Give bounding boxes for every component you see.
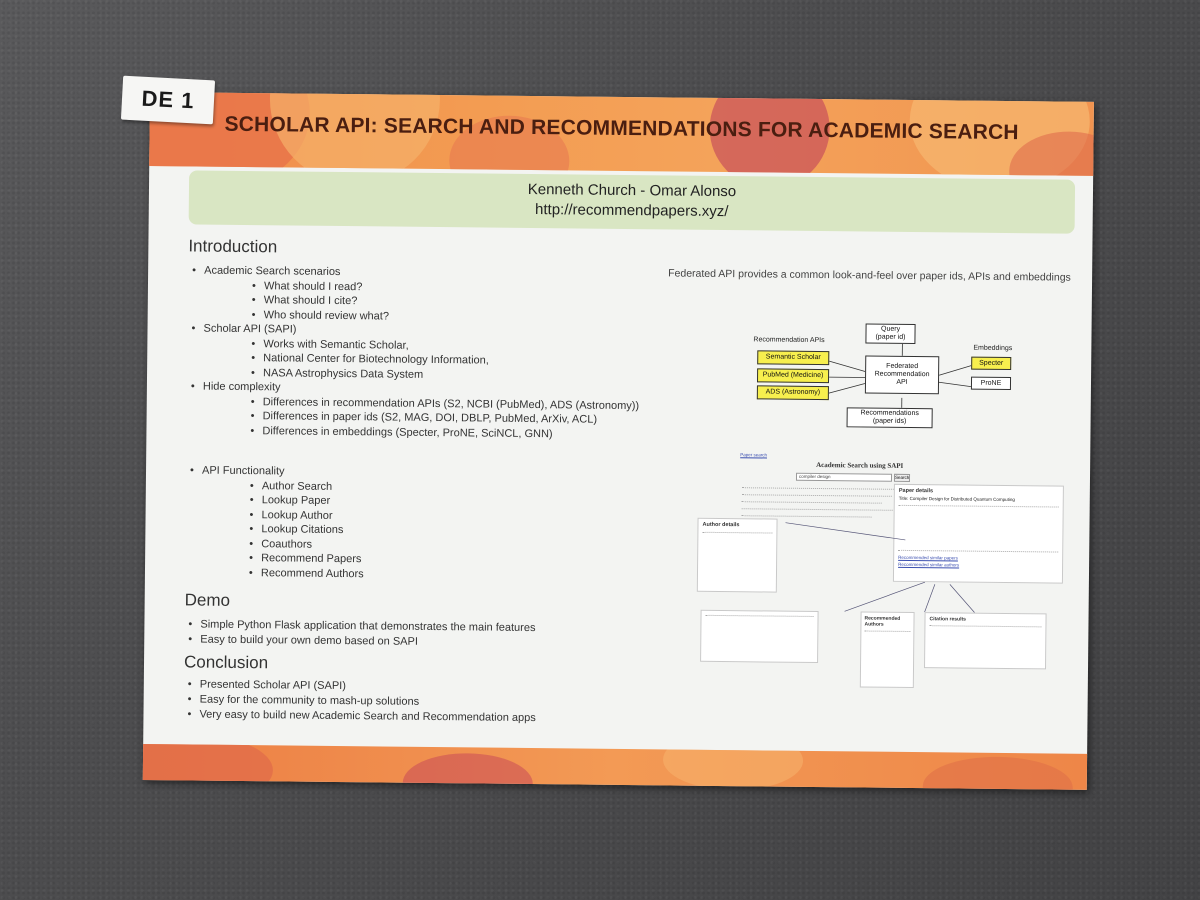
intro-item-11: Differences in paper ids (S2, MAG, DOI, … [263, 410, 598, 426]
poster-bottom-banner [142, 743, 1088, 790]
embeddings-label: Embeddings [973, 344, 1013, 353]
semantic-scholar-box: Semantic Scholar [757, 350, 830, 366]
intro-item-9: Hide complexity [203, 381, 281, 394]
intro-item-2: What should I read? [264, 280, 363, 293]
demo-heading: Demo [184, 590, 231, 610]
conclusion-item-3: Very easy to build new Academic Search a… [199, 709, 535, 725]
poster-label-card: DE 1 [120, 75, 216, 125]
api-item-5: Lookup Citations [261, 523, 343, 536]
api-item-1: API Functionality [202, 465, 285, 478]
citation-results-panel: Citation results [924, 612, 1047, 670]
conclusion-item-1: Presented Scholar API (SAPI) [200, 679, 346, 693]
specter-box: Specter [971, 356, 1012, 371]
screenshot-arrows [785, 522, 975, 613]
similar-papers-panel [700, 609, 819, 664]
citation-results-heading: Citation results [929, 616, 966, 623]
recommendations-box: Recommendations (paper ids) [846, 407, 933, 429]
recommended-authors-heading: Recommended Authors [864, 615, 901, 628]
intro-heading: Introduction [188, 236, 278, 257]
demo-item-1: Simple Python Flask application that dem… [200, 619, 535, 635]
demo-screenshot: Paper search Academic Search using SAPI … [150, 92, 1094, 689]
api-item-2: Author Search [262, 480, 332, 493]
api-item-8: Recommend Authors [261, 567, 364, 580]
intro-item-3: What should I cite? [264, 294, 358, 307]
ads-box: ADS (Astronomy) [756, 385, 829, 401]
conclusion-item-2: Easy for the community to mash-up soluti… [200, 694, 420, 708]
label-card-text: DE 1 [140, 85, 196, 114]
intro-item-6: Works with Semantic Scholar, [263, 338, 408, 352]
rec-apis-label: Recommendation APIs [753, 336, 825, 345]
demo-item-2: Easy to build your own demo based on SAP… [200, 634, 418, 648]
pubmed-box: PubMed (Medicine) [756, 368, 830, 384]
intro-item-12: Differences in embeddings (Specter, ProN… [262, 425, 552, 440]
diagram-arrows [828, 341, 972, 408]
author-box: Kenneth Church - Omar Alonso http://reco… [188, 170, 1076, 234]
query-box: Query (paper id) [865, 323, 916, 345]
api-item-7: Recommend Papers [261, 552, 361, 565]
federated-caption: Federated API provides a common look-and… [668, 267, 1071, 284]
api-item-3: Lookup Paper [262, 494, 331, 507]
paper-search-link[interactable]: Paper search [740, 452, 768, 458]
conclusion-heading: Conclusion [183, 652, 269, 673]
federated-api-box: Federated Recommendation API [864, 355, 940, 395]
poster-top-banner: SCHOLAR API: SEARCH AND RECOMMENDATIONS … [149, 92, 1094, 176]
intro-item-5: Scholar API (SAPI) [203, 323, 296, 336]
prone-box: ProNE [970, 376, 1012, 391]
screenshot-search-button[interactable]: Search [893, 473, 911, 482]
screenshot-heading: Academic Search using SAPI [816, 460, 904, 470]
screenshot-search-input[interactable]: compiler design [795, 472, 893, 482]
intro-item-1: Academic Search scenarios [204, 265, 340, 278]
intro-item-8: NASA Astrophysics Data System [263, 367, 423, 381]
api-item-4: Lookup Author [262, 509, 333, 522]
intro-item-7: National Center for Biotechnology Inform… [263, 352, 489, 366]
api-item-6: Coauthors [261, 538, 312, 551]
architecture-diagram: Recommendation APIs Semantic Scholar Pub… [150, 92, 1094, 429]
intro-item-4: Who should review what? [264, 309, 389, 322]
intro-item-10: Differences in recommendation APIs (S2, … [263, 396, 639, 412]
poster: SCHOLAR API: SEARCH AND RECOMMENDATIONS … [142, 92, 1094, 790]
recommended-authors-panel: Recommended Authors [859, 611, 915, 689]
